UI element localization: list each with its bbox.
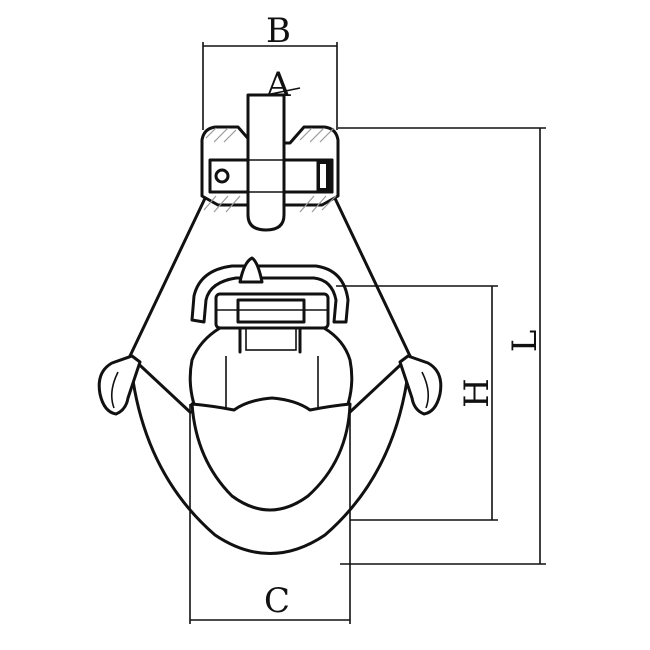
label-c: C <box>264 581 290 621</box>
center-pin <box>246 93 286 232</box>
dimension-h: H <box>336 285 498 521</box>
latch-mechanism <box>188 256 354 422</box>
dimension-a: A <box>265 65 301 105</box>
label-a: A <box>265 65 291 105</box>
right-lug <box>398 354 443 416</box>
dimension-l: L <box>338 127 546 565</box>
label-l: L <box>505 330 545 353</box>
label-h: H <box>457 378 497 408</box>
left-lug <box>97 354 142 416</box>
dimension-b: B <box>202 11 338 130</box>
label-b: B <box>266 11 291 51</box>
dimension-c: C <box>189 404 351 624</box>
inner-link <box>190 396 352 512</box>
